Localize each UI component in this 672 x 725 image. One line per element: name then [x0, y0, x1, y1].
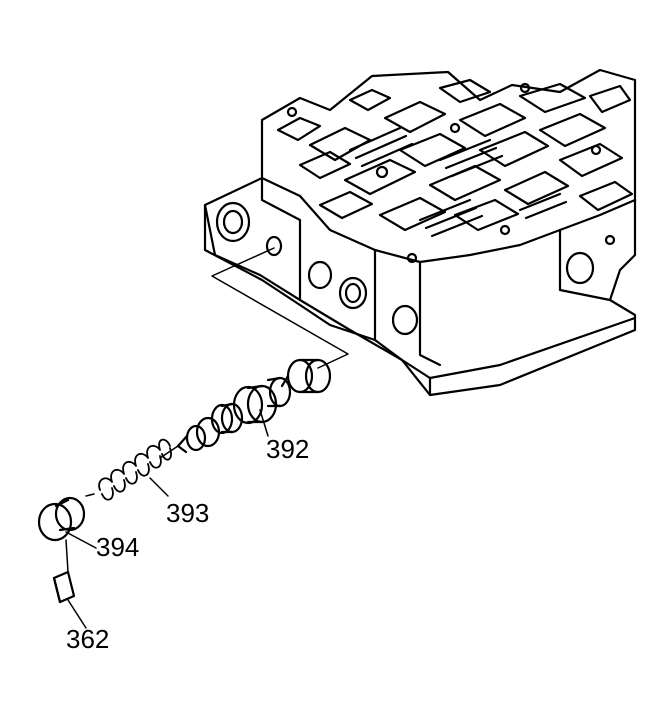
- retainer-clip: [52, 539, 87, 629]
- spool-valve: [159, 358, 332, 459]
- bore-plug: [37, 496, 97, 549]
- alignment-leader-line: [211, 247, 349, 369]
- label-393: 393: [166, 498, 209, 528]
- label-394: 394: [96, 532, 139, 562]
- spring: [85, 438, 172, 501]
- label-392: 392: [266, 434, 309, 464]
- label-362: 362: [66, 624, 109, 654]
- valve-body: [203, 68, 637, 397]
